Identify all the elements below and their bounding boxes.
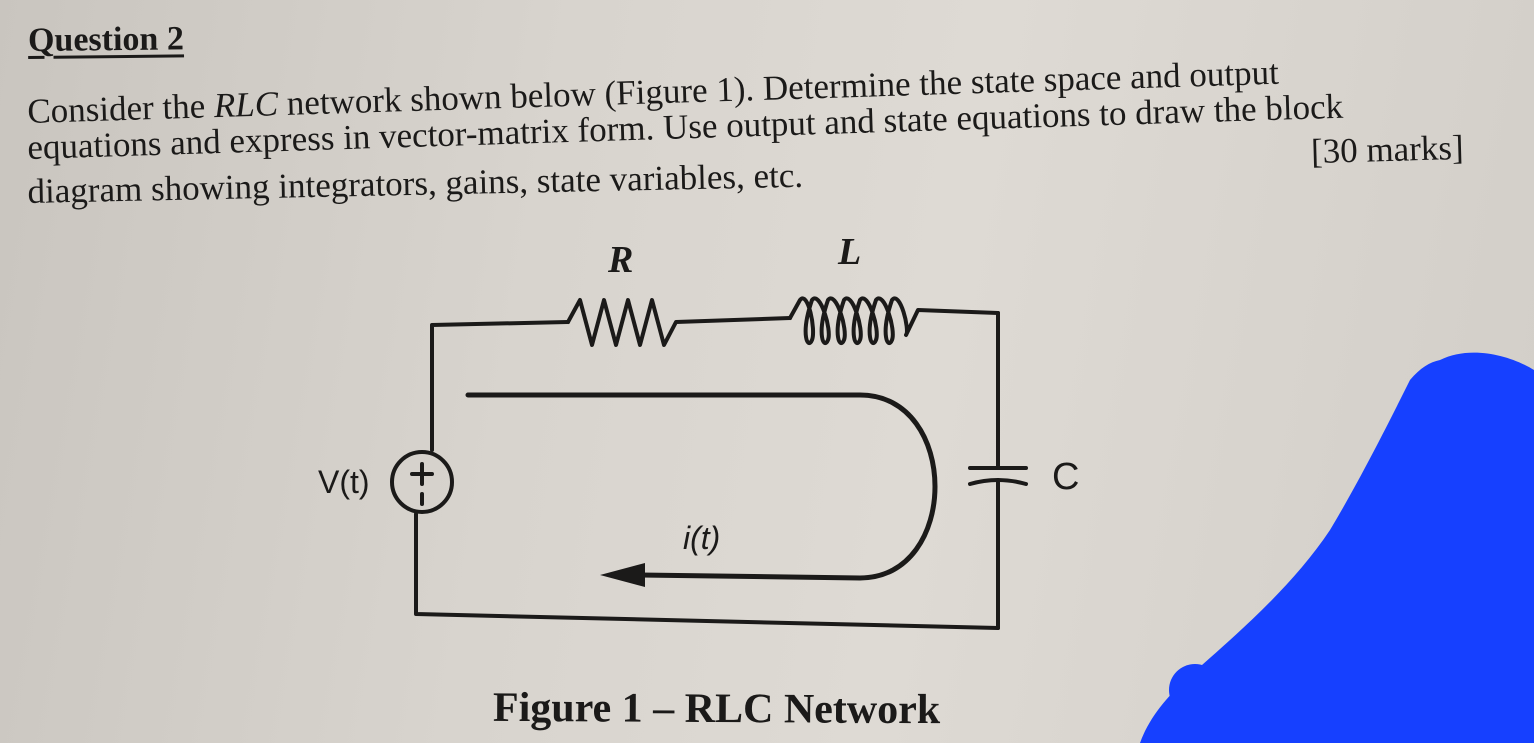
wire-top-left xyxy=(430,320,570,452)
wire-bottom xyxy=(414,512,1000,630)
current-loop-arrow xyxy=(465,392,938,581)
source-label: V(t) xyxy=(318,464,370,500)
capacitor-label: C xyxy=(1052,456,1080,498)
current-arrowhead xyxy=(600,563,645,587)
marker-scribble xyxy=(1140,352,1534,743)
resistor-symbol xyxy=(566,298,792,347)
resistor-label: R xyxy=(608,239,634,281)
inductor-symbol xyxy=(788,296,1000,346)
source-plus-sign xyxy=(410,462,434,486)
voltage-source-symbol xyxy=(390,450,454,514)
marker-blob-edge xyxy=(1169,664,1221,716)
current-label: i(t) xyxy=(683,520,721,556)
inductor-label: L xyxy=(838,231,862,273)
